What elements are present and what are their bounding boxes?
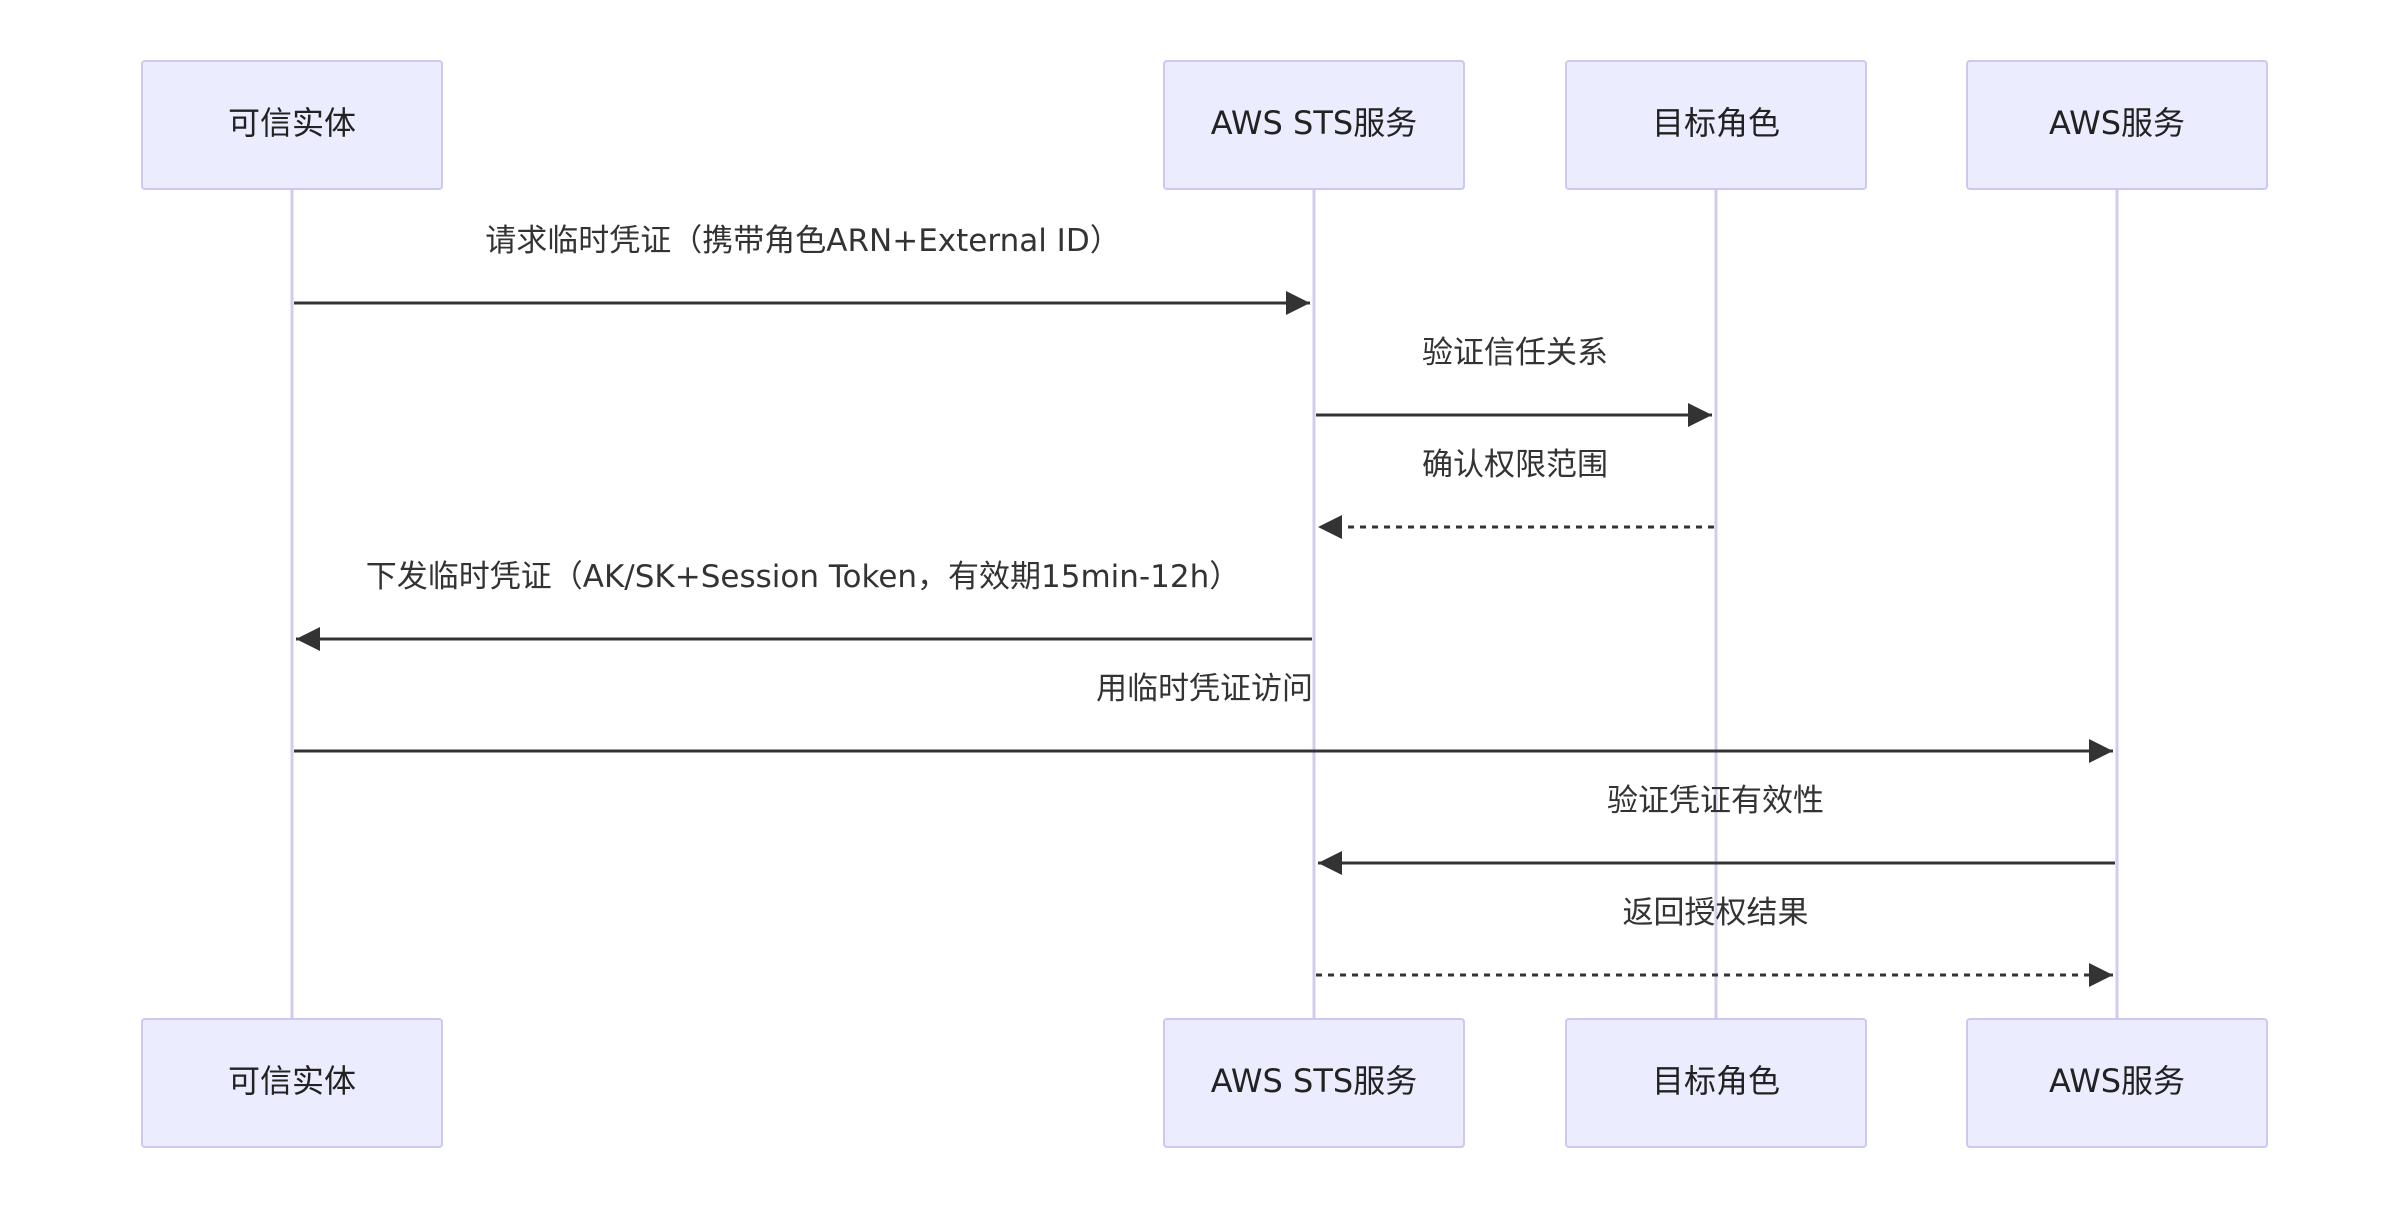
message-4: 下发临时凭证（AK/SK+Session Token，有效期15min-12h） <box>296 559 1312 651</box>
message-3: 确认权限范围 <box>1318 447 1714 539</box>
participant-role-bottom: 目标角色 <box>1565 1018 1867 1148</box>
message-2: 验证信任关系 <box>1316 335 1712 427</box>
participant-sts-top: AWS STS服务 <box>1163 60 1465 190</box>
participant-role-top: 目标角色 <box>1565 60 1867 190</box>
participant-label: 可信实体 <box>228 104 356 142</box>
participant-trusted-top: 可信实体 <box>141 60 443 190</box>
message-label: 验证信任关系 <box>1422 335 1608 371</box>
participant-service-bottom: AWS服务 <box>1966 1018 2268 1148</box>
participant-box <box>1966 60 2268 190</box>
message-label: 下发临时凭证（AK/SK+Session Token，有效期15min-12h） <box>366 559 1240 595</box>
lifelines <box>290 189 2119 1019</box>
message-label: 用临时凭证访问 <box>1096 671 1313 707</box>
participant-box <box>141 60 443 190</box>
participant-trusted-bottom: 可信实体 <box>141 1018 443 1148</box>
message-1: 请求临时凭证（携带角色ARN+External ID） <box>294 223 1310 315</box>
message-5: 用临时凭证访问 <box>294 671 2113 763</box>
message-label: 请求临时凭证（携带角色ARN+External ID） <box>485 223 1120 259</box>
participant-label: 目标角色 <box>1652 1062 1780 1100</box>
participant-box <box>1565 1018 1867 1148</box>
message-6: 验证凭证有效性 <box>1318 783 2115 875</box>
participant-box <box>1163 60 1465 190</box>
message-label: 确认权限范围 <box>1422 447 1608 483</box>
participant-box <box>1163 1018 1465 1148</box>
participant-box <box>141 1018 443 1148</box>
participant-sts-bottom: AWS STS服务 <box>1163 1018 1465 1148</box>
participant-label: AWS服务 <box>2049 104 2185 142</box>
participant-label: 目标角色 <box>1652 104 1780 142</box>
participant-service-top: AWS服务 <box>1966 60 2268 190</box>
participant-label: AWS STS服务 <box>1211 104 1417 142</box>
participant-label: AWS STS服务 <box>1211 1062 1417 1100</box>
message-label: 验证凭证有效性 <box>1607 783 1824 819</box>
participant-box <box>1966 1018 2268 1148</box>
participant-label: 可信实体 <box>228 1062 356 1100</box>
message-label: 返回授权结果 <box>1623 895 1809 931</box>
message-7: 返回授权结果 <box>1316 895 2113 987</box>
participant-label: AWS服务 <box>2049 1062 2185 1100</box>
messages: 请求临时凭证（携带角色ARN+External ID） 验证信任关系确认权限范围下… <box>294 223 2115 987</box>
participant-box <box>1565 60 1867 190</box>
